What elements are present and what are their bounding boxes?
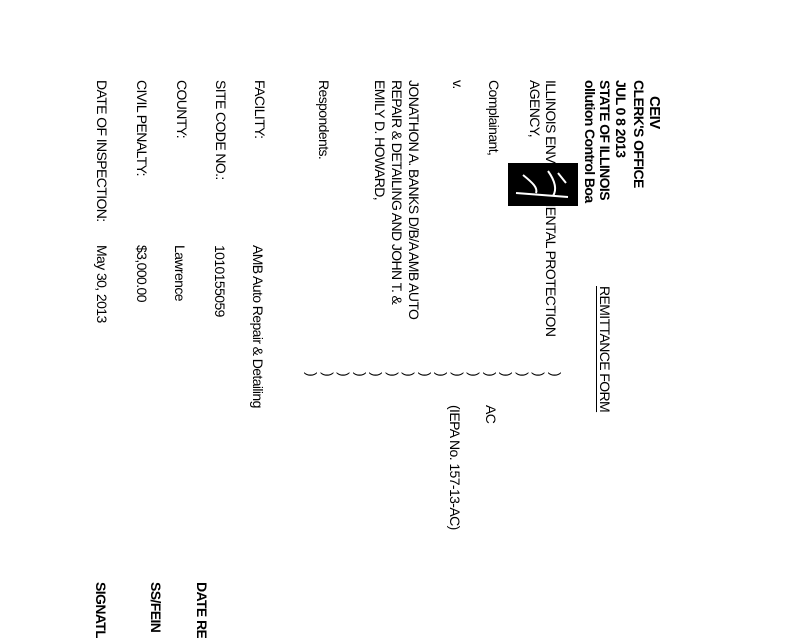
signature-redaction [508, 163, 578, 206]
stamp-board: ollution Control Boa [582, 80, 598, 203]
ss-fein-label: SS/FEIN [148, 582, 164, 633]
respondent-line-3: EMILY D. HOWARD, [372, 80, 388, 201]
stamp-received: CEIV [646, 96, 663, 129]
respondent-role: Respondents. [316, 80, 332, 160]
paren: ) [320, 372, 337, 377]
paren: ) [417, 372, 434, 377]
facility-value: AMB Auto Repair & Detailing [250, 245, 266, 408]
paren: ) [401, 372, 418, 377]
paren: ) [450, 372, 467, 377]
county-value: Lawrence [172, 245, 188, 301]
complainant-role: Complainant, [486, 80, 502, 156]
inspection-date-value: May 30, 2013 [94, 245, 110, 323]
paren: ) [336, 372, 353, 377]
signature-label: SIGNATL [93, 582, 109, 638]
site-code-label: SITE CODE NO.: [213, 80, 229, 180]
complainant-line-2: AGENCY, [527, 80, 543, 138]
paren: ) [499, 372, 516, 377]
paren: ) [482, 372, 499, 377]
civil-penalty-label: CIVIL PENALTY: [134, 80, 150, 176]
paren: ) [515, 372, 532, 377]
stamp-date: JUL 0 8 2013 [613, 80, 629, 158]
respondent-line-1: JONATHON A. BANKS D/B/A AMB AUTO [406, 80, 422, 320]
stamp-state: STATE OF ILLINOIS [597, 80, 613, 200]
county-label: COUNTY: [174, 80, 190, 139]
case-type: AC [483, 405, 499, 424]
caption-parentheses: ) ) ) ) ) ) ) ) ) ) ) ) ) ) ) ) [304, 372, 564, 377]
paren: ) [304, 372, 320, 377]
facility-label: FACILITY: [252, 80, 268, 139]
paren: ) [531, 372, 548, 377]
respondent-line-2: REPAIR & DETAILING AND JOHN T. & [389, 80, 405, 305]
stamp-office: CLERK'S OFFICE [631, 80, 647, 188]
versus: v. [450, 80, 466, 89]
paren: ) [385, 372, 402, 377]
inspection-date-label: DATE OF INSPECTION: [94, 80, 110, 222]
paren: ) [434, 372, 451, 377]
paren: ) [547, 372, 564, 377]
document-title: REMITTANCE FORM [597, 286, 613, 413]
paren: ) [352, 372, 369, 377]
case-number: (IEPA No. 157-13-AC) [447, 405, 463, 530]
paren: ) [369, 372, 386, 377]
paren: ) [466, 372, 483, 377]
civil-penalty-value: $3,000.00 [134, 245, 150, 302]
date-received-label: DATE RE [194, 582, 210, 638]
site-code-value: 1010155059 [212, 245, 228, 317]
complainant-line-1: ILLINOIS ENVIRONMENTAL PROTECTION [543, 80, 559, 337]
